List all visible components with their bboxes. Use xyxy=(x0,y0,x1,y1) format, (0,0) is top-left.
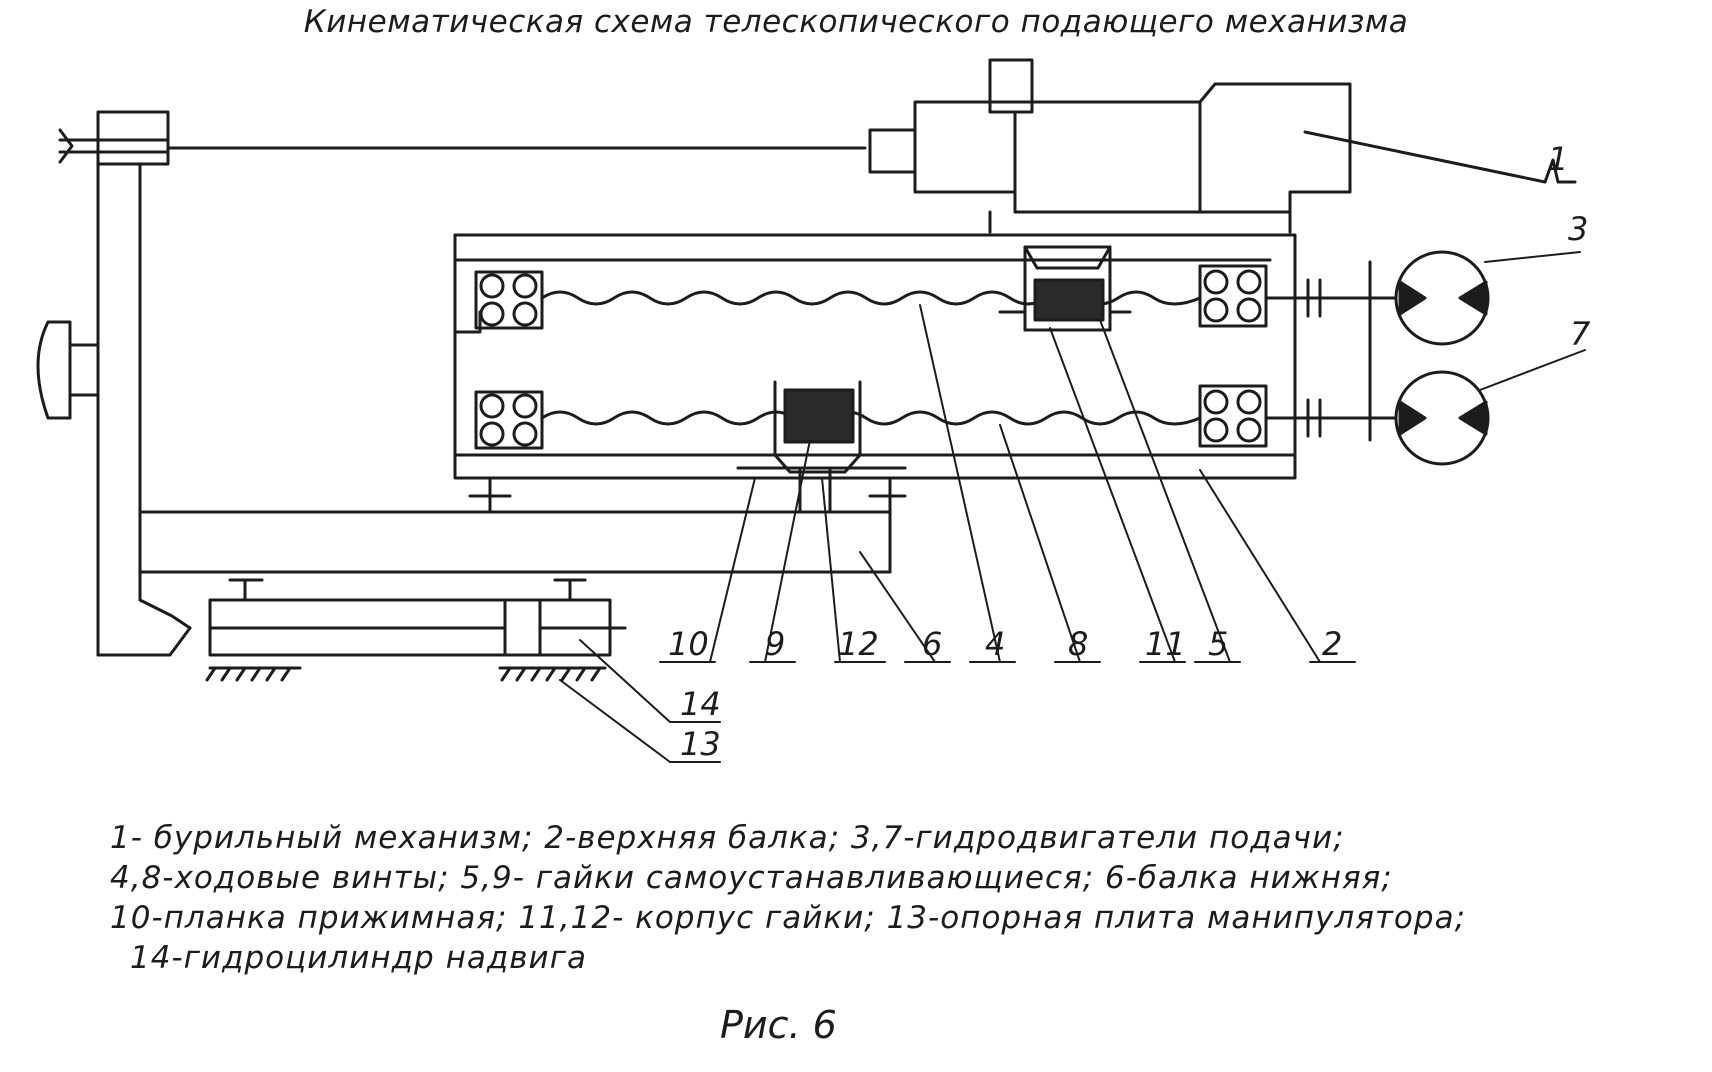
legend-line-3: 10-планка прижимная; 11,12- корпус гайки… xyxy=(110,900,1467,936)
callout-2: 2 xyxy=(1322,625,1342,663)
diagram-title: Кинематическая схема телескопического по… xyxy=(303,4,1409,40)
upper-beam xyxy=(453,233,1297,480)
bearing-left-bottom xyxy=(474,390,544,450)
legend: 1- бурильный механизм; 2-верхняя балка; … xyxy=(110,818,1630,978)
coupling-lower xyxy=(1264,398,1397,438)
bearing-right-bottom xyxy=(1198,384,1268,448)
drilling-mechanism xyxy=(868,58,1577,234)
support-plate xyxy=(205,666,607,682)
callout-14: 14 xyxy=(680,685,721,723)
figure-caption: Рис. 6 xyxy=(720,1003,837,1047)
callout-5: 5 xyxy=(1208,625,1228,663)
nut-housing-upper xyxy=(998,245,1132,332)
lead-screw-lower xyxy=(540,410,1202,426)
leader-lines xyxy=(559,251,1586,763)
hydraulic-cylinder xyxy=(208,578,627,657)
callout-10: 10 xyxy=(668,625,709,663)
bearing-right-top xyxy=(1198,264,1268,328)
callout-3: 3 xyxy=(1568,210,1588,248)
callout-4: 4 xyxy=(985,625,1005,663)
callout-6: 6 xyxy=(922,625,942,663)
bearing-left-top xyxy=(474,270,544,330)
callout-11: 11 xyxy=(1145,625,1186,663)
callout-8: 8 xyxy=(1068,625,1088,663)
hydraulic-motor-3 xyxy=(1394,250,1490,346)
coupling-upper xyxy=(1264,260,1397,442)
callout-13: 13 xyxy=(680,725,721,763)
mast-rods xyxy=(138,146,892,574)
left-mast xyxy=(36,110,192,657)
callout-7: 7 xyxy=(1570,315,1591,353)
lower-beam xyxy=(468,466,907,574)
callout-1: 1 xyxy=(1548,140,1568,178)
callout-12: 12 xyxy=(838,625,879,663)
legend-line-4: 14-гидроцилиндр надвига xyxy=(130,940,587,976)
callout-labels: 10 9 12 6 4 8 11 5 2 14 13 1 3 7 xyxy=(668,140,1591,763)
callout-9: 9 xyxy=(765,625,785,663)
hydraulic-motor-7 xyxy=(1394,370,1490,466)
nut-housing-lower xyxy=(773,380,862,474)
legend-line-2: 4,8-ходовые винты; 5,9- гайки самоустана… xyxy=(110,860,1393,896)
legend-line-1: 1- бурильный механизм; 2-верхняя балка; … xyxy=(110,820,1345,856)
